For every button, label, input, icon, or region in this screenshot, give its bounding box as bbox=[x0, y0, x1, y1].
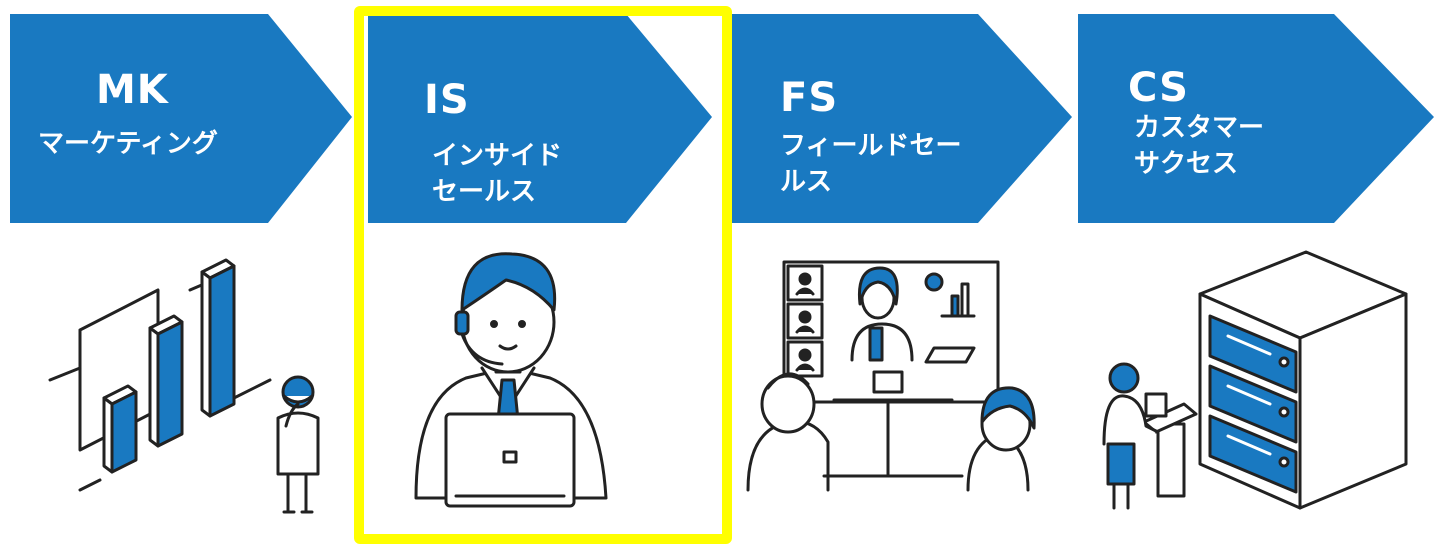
stage-label: フィールドセー ルス bbox=[780, 131, 962, 197]
stage-label: マーケティング bbox=[38, 129, 218, 159]
stage-code: MK bbox=[96, 67, 169, 113]
server-rack-with-person-icon bbox=[1102, 250, 1408, 510]
arrow-mk bbox=[10, 14, 352, 223]
stage-cs: CS bbox=[1128, 66, 1189, 110]
bar-chart-with-person-icon bbox=[48, 258, 320, 514]
stage-is-sub: インサイド セールス bbox=[432, 138, 562, 210]
stage-fs: FS bbox=[780, 76, 838, 120]
stage-is: IS bbox=[424, 78, 470, 122]
stage-mk: MK bbox=[96, 68, 169, 112]
stage-label: カスタマー サクセス bbox=[1134, 113, 1265, 179]
stage-mk-sub: マーケティング bbox=[38, 126, 218, 162]
arrow-is bbox=[368, 14, 712, 223]
stage-code: FS bbox=[780, 75, 839, 121]
stage-code: IS bbox=[424, 77, 470, 123]
stage-cs-sub: カスタマー サクセス bbox=[1134, 110, 1264, 182]
stage-label: インサイド セールス bbox=[432, 141, 563, 207]
arrow-cs bbox=[1078, 14, 1434, 223]
stage-code: CS bbox=[1128, 65, 1189, 111]
arrow-fs bbox=[732, 14, 1072, 223]
stage-fs-sub: フィールドセー ルス bbox=[780, 128, 961, 200]
headset-person-laptop-icon bbox=[414, 252, 608, 508]
is-highlight-frame bbox=[354, 6, 732, 544]
video-meeting-icon bbox=[746, 260, 1036, 492]
